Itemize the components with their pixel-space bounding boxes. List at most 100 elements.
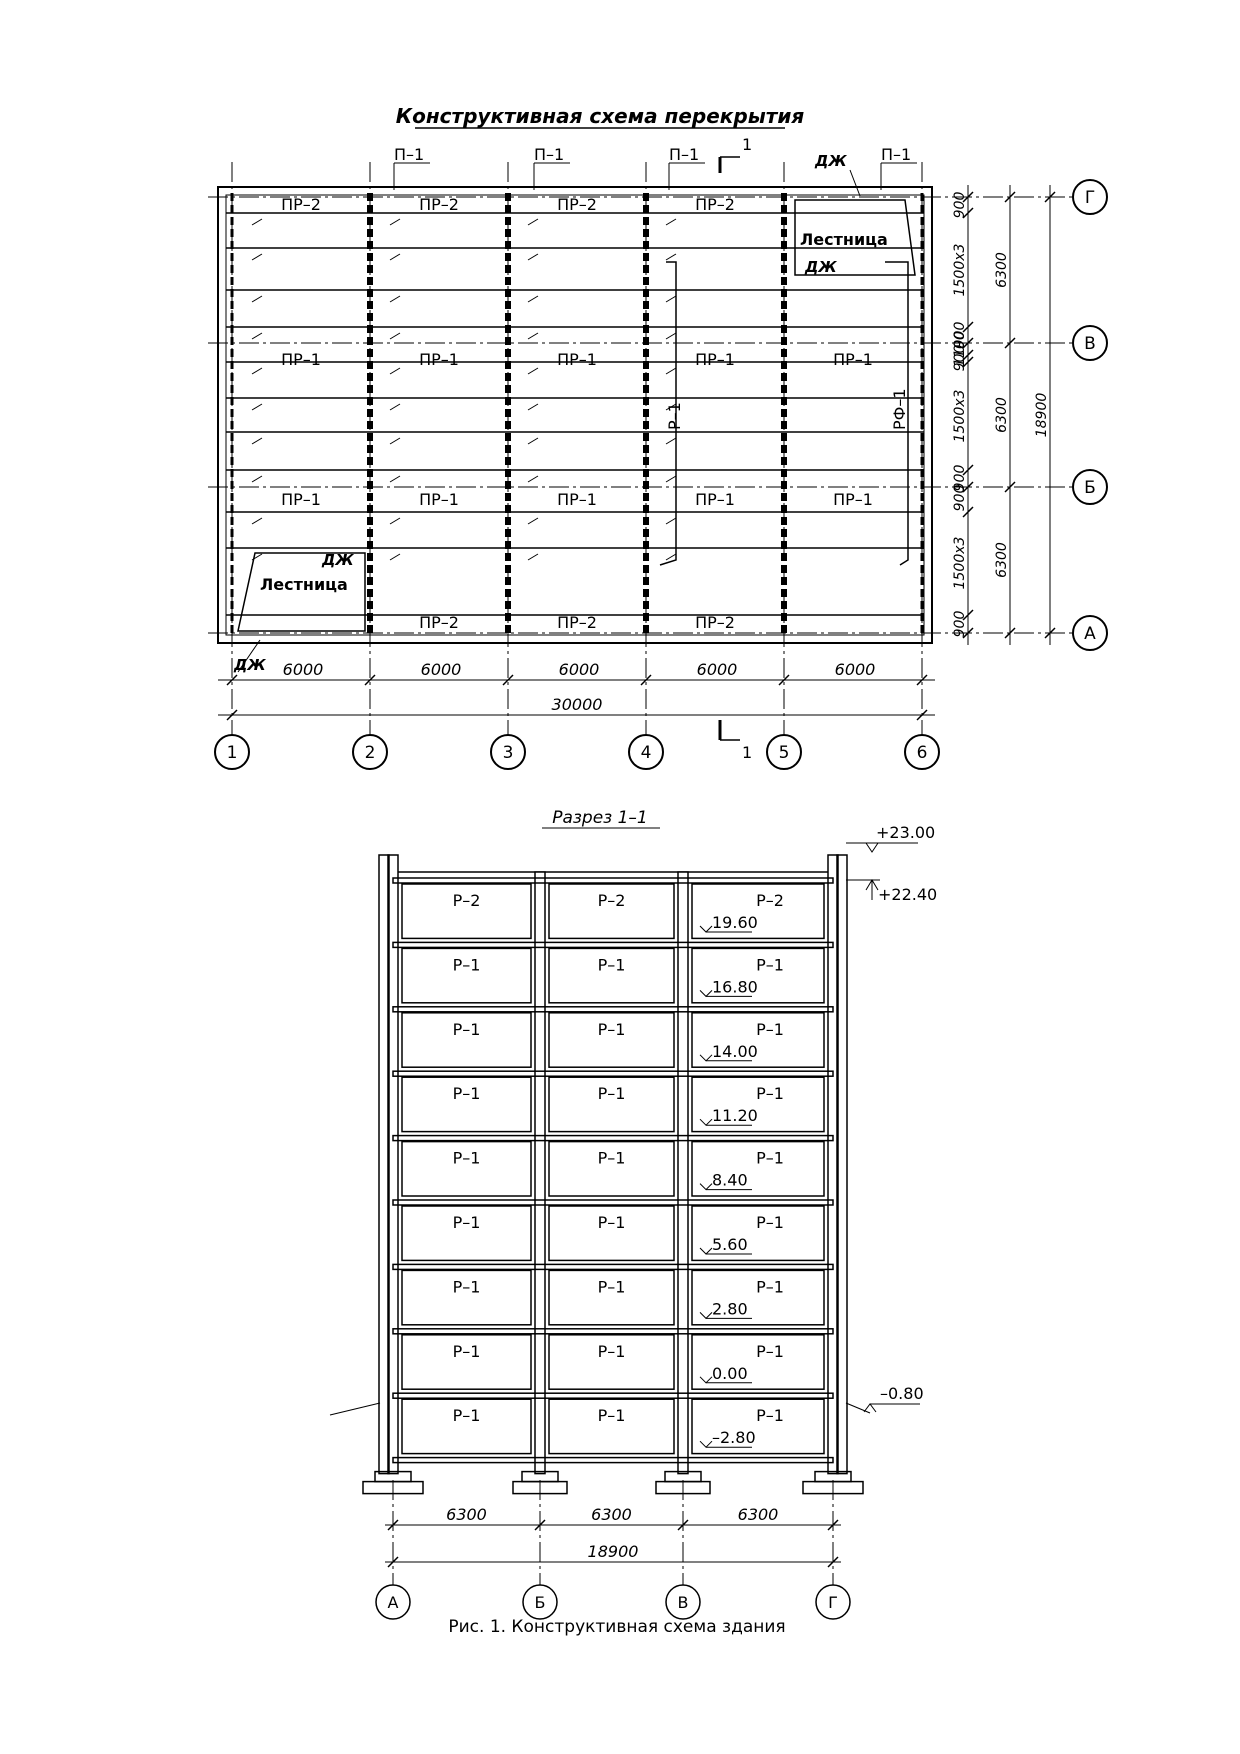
crossbar-beam bbox=[548, 1334, 675, 1390]
slab-tick bbox=[665, 517, 677, 525]
frame-label-p1: П–1 bbox=[394, 145, 424, 164]
beam-label: ПР–1 bbox=[833, 350, 873, 369]
ground-line bbox=[845, 1402, 871, 1414]
axis-bubble bbox=[352, 734, 388, 770]
axis-bubble bbox=[628, 734, 664, 770]
level-top: +23.00 bbox=[876, 823, 935, 842]
dimension-tick bbox=[827, 1556, 839, 1568]
level-marker bbox=[699, 1312, 713, 1320]
dimension-tick bbox=[387, 1519, 399, 1531]
bay-dimension: 6000 bbox=[559, 660, 600, 679]
axis-label: 6 bbox=[917, 743, 928, 763]
slab-tick bbox=[389, 553, 401, 561]
crossbar-label: Р–1 bbox=[598, 1342, 626, 1361]
level-marker bbox=[699, 1376, 713, 1384]
slab-tick bbox=[527, 517, 539, 525]
staircase-lower bbox=[237, 552, 366, 632]
slab-tick bbox=[251, 437, 263, 445]
crossbar-label: Р–1 bbox=[756, 1020, 784, 1039]
crossbar-beam bbox=[691, 1334, 825, 1390]
crossbar-beam bbox=[691, 1205, 825, 1262]
slab-tick bbox=[527, 367, 539, 375]
crossbar-beam bbox=[401, 1076, 532, 1133]
floor-slab bbox=[392, 1006, 834, 1013]
crossbar-beam bbox=[401, 1398, 532, 1455]
slab-tick bbox=[251, 475, 263, 483]
axis-label: Б bbox=[535, 1593, 546, 1612]
crossbar-label: Р–1 bbox=[598, 1277, 626, 1296]
beam-label: ПР–1 bbox=[281, 490, 321, 509]
crossbar-label: Р–1 bbox=[756, 1084, 784, 1103]
slab-tick bbox=[389, 475, 401, 483]
crossbar-beam bbox=[691, 1398, 825, 1455]
dzh-leader bbox=[849, 169, 861, 197]
level-marker bbox=[699, 1440, 713, 1448]
crossbar-beam bbox=[548, 1012, 675, 1068]
axis-bubble bbox=[1072, 325, 1108, 361]
axis-bubble bbox=[766, 734, 802, 770]
slab-tick bbox=[665, 475, 677, 483]
dzh-leader bbox=[237, 639, 261, 673]
bay-dimension: 6000 bbox=[283, 660, 324, 679]
axis-label: 3 bbox=[503, 743, 514, 763]
crossbar-beam bbox=[691, 1269, 825, 1326]
dimension-tick bbox=[1004, 627, 1016, 639]
slab-tick bbox=[665, 218, 677, 226]
beam-label: ПР–1 bbox=[557, 490, 597, 509]
slab-tick bbox=[527, 437, 539, 445]
dimension-tick bbox=[640, 674, 652, 686]
floor-level: 16.80 bbox=[712, 977, 758, 996]
wall-panel bbox=[378, 854, 390, 1475]
level-marker bbox=[699, 1183, 713, 1191]
span-dimension: 6300 bbox=[446, 1505, 487, 1524]
bay-dimension: 6000 bbox=[697, 660, 738, 679]
slab-tick bbox=[251, 403, 263, 411]
dimension-tick bbox=[387, 1556, 399, 1568]
beam-label: ПР–1 bbox=[419, 490, 459, 509]
beam-label: ПР–1 bbox=[695, 490, 735, 509]
total-width-dimension: 18900 bbox=[1034, 393, 1050, 438]
staircase-upper bbox=[794, 199, 916, 276]
axis-bubble bbox=[904, 734, 940, 770]
slab-tick bbox=[251, 295, 263, 303]
dimension-tick bbox=[962, 191, 974, 203]
crossbar-label: Р–2 bbox=[598, 891, 626, 910]
crossbar-beam bbox=[401, 1012, 532, 1068]
floor-slab bbox=[392, 1199, 834, 1206]
axis-bubble bbox=[522, 1584, 558, 1620]
level-marker bbox=[699, 1054, 713, 1062]
frame-label-p1: П–1 bbox=[534, 145, 564, 164]
dimension-tick bbox=[502, 674, 514, 686]
inner-dimension: 900 bbox=[952, 322, 968, 349]
slab-tick bbox=[527, 332, 539, 340]
slab-tick bbox=[665, 403, 677, 411]
span-dimension: 6300 bbox=[994, 397, 1010, 433]
axis-label: В bbox=[678, 1593, 689, 1612]
frame-column bbox=[827, 854, 839, 1475]
crossbar-label: Р–1 bbox=[598, 1084, 626, 1103]
span-dimension: 6300 bbox=[994, 252, 1010, 288]
floor-slab bbox=[392, 877, 834, 884]
crossbar-label: Р–1 bbox=[756, 1342, 784, 1361]
crossbar-label: Р–1 bbox=[598, 955, 626, 974]
axis-bubble bbox=[375, 1584, 411, 1620]
span-dimension: 6300 bbox=[994, 542, 1010, 578]
frame-column bbox=[534, 871, 546, 1475]
dimension-tick bbox=[534, 1519, 546, 1531]
figure-caption: Рис. 1. Конструктивная схема здания bbox=[448, 1617, 785, 1637]
slab-tick bbox=[527, 253, 539, 261]
dimension-tick bbox=[962, 506, 974, 518]
span-dimension: 6300 bbox=[591, 1505, 632, 1524]
slab-tick bbox=[527, 475, 539, 483]
beam-label: ПР–1 bbox=[695, 350, 735, 369]
beam-label: ПР–2 bbox=[695, 195, 735, 214]
slab-tick bbox=[665, 253, 677, 261]
beam-label: ПР–2 bbox=[695, 613, 735, 632]
bay-dimension: 6000 bbox=[835, 660, 876, 679]
dimension-tick bbox=[226, 709, 238, 721]
crossbar-beam bbox=[691, 1012, 825, 1068]
inner-dimension: 900 bbox=[952, 192, 968, 219]
dzh-label: ДЖ bbox=[804, 258, 837, 276]
floor-level: 2.80 bbox=[712, 1299, 748, 1318]
